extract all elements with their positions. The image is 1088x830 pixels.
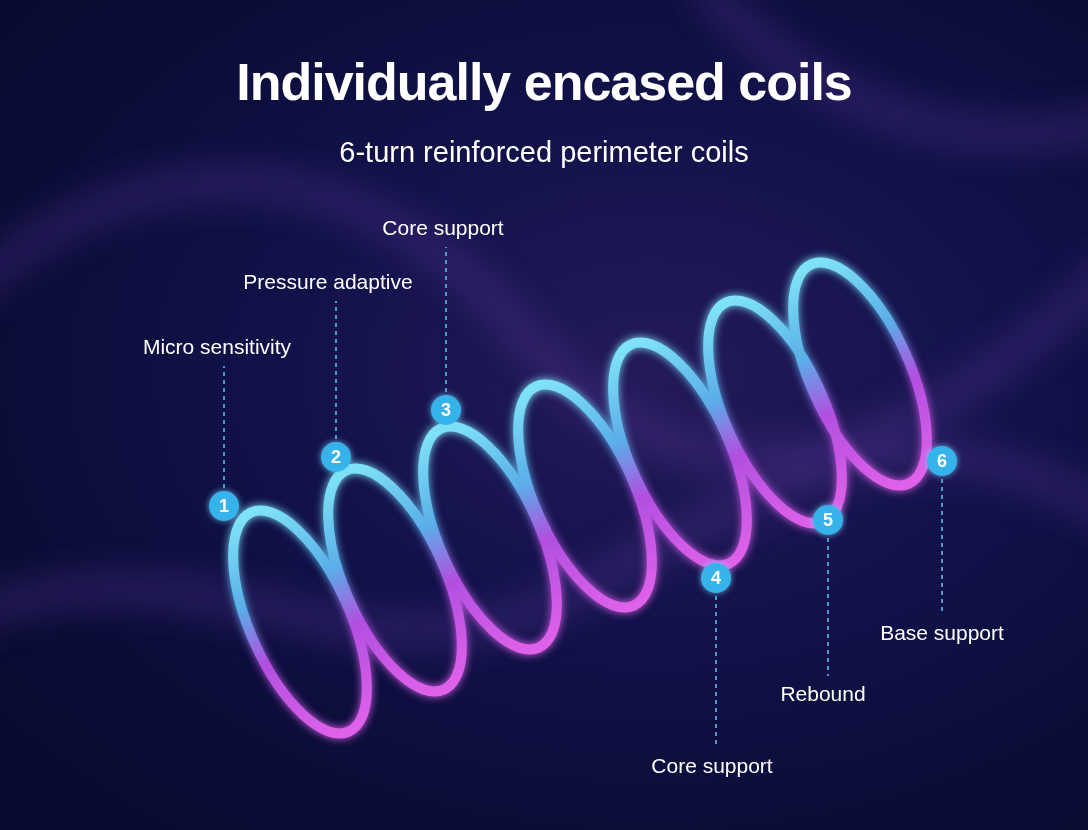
callout-number: 6 xyxy=(937,452,947,470)
background-swirl xyxy=(0,0,1088,631)
callout-circle: 4 xyxy=(701,563,731,593)
title: Individually encased coils xyxy=(236,52,852,112)
leader-lines xyxy=(224,247,942,748)
subtitle: 6-turn reinforced perimeter coils xyxy=(339,136,748,169)
part-label: Rebound xyxy=(780,682,865,706)
callout-number: 1 xyxy=(219,497,229,515)
callout-number: 5 xyxy=(823,511,833,529)
callout-number: 3 xyxy=(441,401,451,419)
callout-circle: 2 xyxy=(321,442,351,472)
part-label: Micro sensitivity xyxy=(143,335,291,359)
callout-number: 4 xyxy=(711,569,721,587)
part-label: Pressure adaptive xyxy=(243,270,412,294)
coil-spring xyxy=(206,244,955,752)
callout-number: 2 xyxy=(331,448,341,466)
part-label: Core support xyxy=(382,216,503,240)
callout-circle: 3 xyxy=(431,395,461,425)
callout-circle: 1 xyxy=(209,491,239,521)
part-label: Core support xyxy=(651,754,772,778)
callout-circle: 6 xyxy=(927,446,957,476)
part-label: Base support xyxy=(880,621,1004,645)
callout-circle: 5 xyxy=(813,505,843,535)
